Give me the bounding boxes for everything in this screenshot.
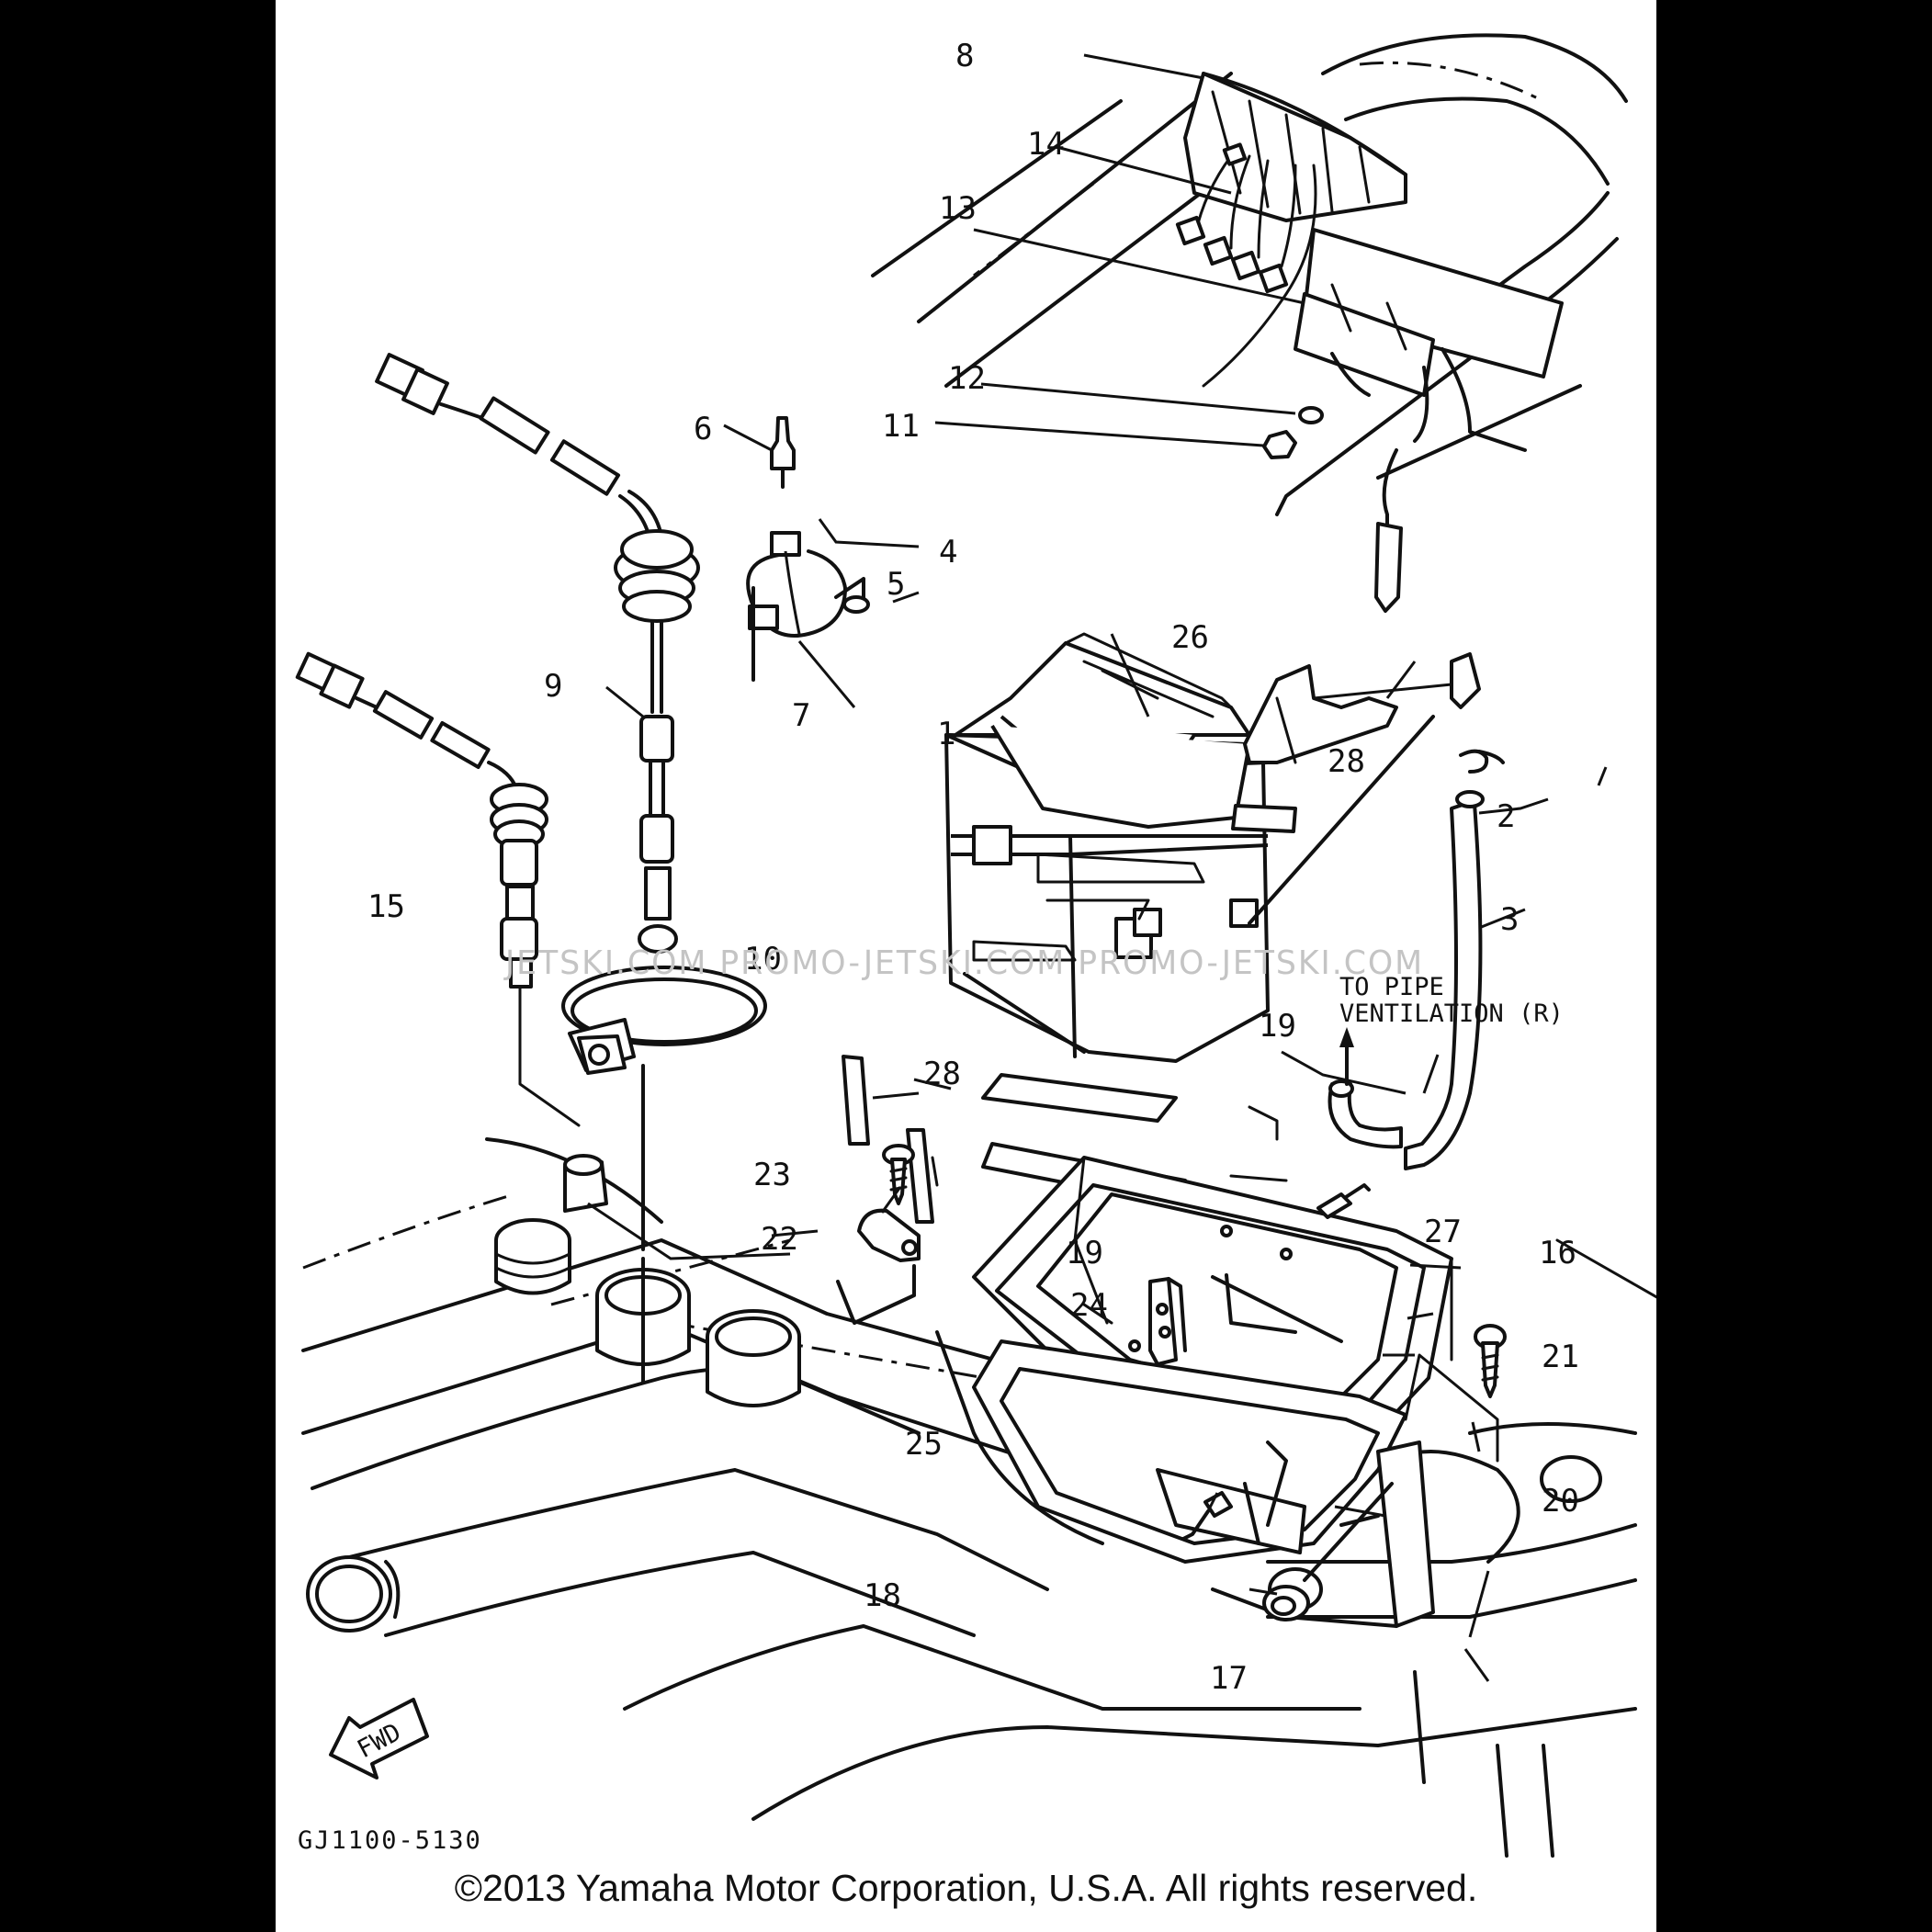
sensor-assy-15 <box>295 651 581 1127</box>
assembly-lines <box>587 1156 1656 1463</box>
callout-13: 13 <box>939 190 977 227</box>
callout-23: 23 <box>753 1157 791 1193</box>
callout-22: 22 <box>761 1221 798 1258</box>
battery-case-base-17 <box>972 1339 1407 1564</box>
holder-clamp-4 <box>746 531 865 682</box>
hose-clamp-10 <box>561 966 767 1251</box>
watermark-text: JETSKI.COM PROMO-JETSKI.COM PROMO-JETSKI… <box>503 944 1424 982</box>
callout-28-top: 28 <box>1328 743 1365 780</box>
hull-deck-outline <box>301 1137 1637 1858</box>
callout-19-right: 19 <box>1259 1008 1296 1045</box>
washer-5 <box>842 595 870 614</box>
copyright-notice: ©2013 Yamaha Motor Corporation, U.S.A. A… <box>454 1867 1478 1909</box>
callout-5: 5 <box>887 566 905 603</box>
deck-grommets <box>306 1154 801 1633</box>
exploded-view-drawing: FWD <box>295 33 1656 1858</box>
callout-17: 17 <box>1210 1660 1248 1697</box>
meter-bracket <box>1294 228 1564 613</box>
callout-21: 21 <box>1542 1339 1579 1375</box>
callout-6: 6 <box>694 411 712 447</box>
callout-9: 9 <box>544 668 562 705</box>
callout-27: 27 <box>1424 1214 1462 1250</box>
bolt-6 <box>770 416 796 489</box>
pad-19-upper <box>981 1073 1178 1123</box>
callout-7: 7 <box>792 697 810 734</box>
battery-1 <box>944 632 1435 1063</box>
callout-14: 14 <box>1027 126 1065 163</box>
callout-26: 26 <box>1171 619 1209 656</box>
grommet-18 <box>1243 1482 1394 1621</box>
battery-band-26 <box>1243 652 1481 764</box>
vent-note: TO PIPE VENTILATION (R) <box>1339 973 1564 1028</box>
callout-18: 18 <box>864 1577 901 1614</box>
figure-code: GJ1100-5130 <box>298 1826 482 1855</box>
clamp-22 <box>836 1208 921 1325</box>
pad-28-left <box>842 1055 870 1146</box>
callout-25: 25 <box>905 1426 943 1463</box>
dash-panel-hood <box>871 33 1628 516</box>
callout-19-lower: 19 <box>1066 1235 1103 1271</box>
callout-3: 3 <box>1500 901 1519 938</box>
arrow-to-pipe <box>1339 1027 1354 1086</box>
callout-labels: 8 14 13 12 11 6 4 5 7 9 1 26 28 2 3 15 1… <box>367 38 1579 1697</box>
callout-11: 11 <box>882 408 920 445</box>
callout-15: 15 <box>367 888 405 925</box>
parts-diagram-sheet: FWD <box>276 0 1656 1932</box>
callout-24: 24 <box>1070 1287 1108 1324</box>
plate-24 <box>1148 1277 1187 1366</box>
callout-16: 16 <box>1539 1235 1576 1271</box>
vent-note-line-2: VENTILATION (R) <box>1339 1000 1564 1028</box>
callout-8: 8 <box>955 38 974 74</box>
washer-12 <box>1298 406 1324 424</box>
callout-12: 12 <box>948 360 986 397</box>
hose-clip-2 <box>1459 749 1505 774</box>
pad-28-top <box>1231 804 1297 833</box>
pad-28-center <box>906 1128 934 1224</box>
callout-28-center: 28 <box>923 1056 961 1092</box>
sensor-assy-9 <box>375 353 700 954</box>
fwd-direction-arrow: FWD <box>329 1698 429 1779</box>
callout-4: 4 <box>939 534 957 571</box>
screw-23 <box>882 1144 915 1205</box>
callout-leaders <box>605 53 1608 1682</box>
bolt-27 <box>1316 1183 1371 1219</box>
callout-10: 10 <box>744 941 782 977</box>
meter-wire-harness <box>1175 142 1317 388</box>
nut-11 <box>1262 430 1297 459</box>
vent-note-line-1: TO PIPE <box>1339 973 1444 1001</box>
screw-21 <box>1474 1324 1507 1398</box>
callout-1: 1 <box>937 716 955 752</box>
callout-2: 2 <box>1497 798 1515 835</box>
callout-20: 20 <box>1542 1483 1579 1520</box>
